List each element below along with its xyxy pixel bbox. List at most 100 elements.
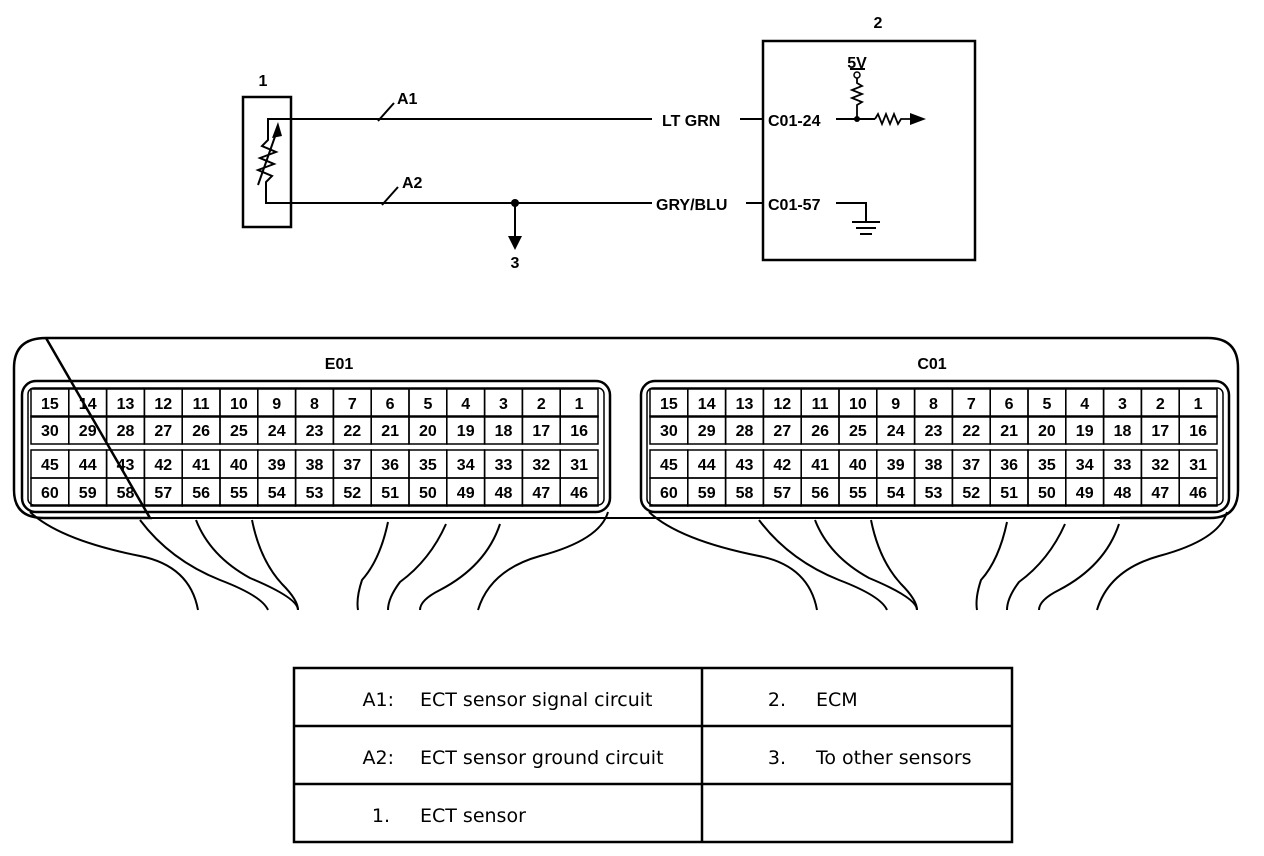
ecm-ref-label: 2 [874,15,883,32]
pin-number: 14 [79,396,97,413]
pin-number: 1 [1194,396,1203,413]
pin-number: 45 [41,457,59,474]
pin-number: 31 [570,457,588,474]
pin-number: 26 [811,423,829,440]
harness-wire [975,521,1008,611]
pin-number: 59 [79,485,97,502]
pin-number: 35 [419,457,437,474]
pin-number: 42 [154,457,172,474]
pin-number: 34 [457,457,475,474]
pin-number: 20 [419,423,437,440]
pin-number: 28 [736,423,754,440]
wire-a1-label: A1 [397,91,418,108]
pin-number: 16 [570,423,588,440]
pin-number: 34 [1076,457,1094,474]
pin-number: 26 [192,423,210,440]
pin-number: 19 [1076,423,1094,440]
legend-text-1: ECT sensor [420,805,526,827]
pin-number: 45 [660,457,678,474]
pin-number: 50 [1038,485,1056,502]
pin-cell [1178,388,1218,418]
pin-number: 59 [698,485,716,502]
legend-key-2: 2. [768,689,786,711]
pin-number: 9 [891,396,900,413]
pin-number: 40 [230,457,248,474]
pin-signal-label: C01-24 [768,113,821,130]
connector-outline [20,379,612,514]
pin-number: 21 [381,423,399,440]
pin-number: 8 [929,396,938,413]
legend-text-a1: ECT sensor signal circuit [420,689,653,711]
ect-sensor-box [241,95,293,229]
pin-number: 46 [570,485,588,502]
harness-wire [870,519,918,611]
pin-number: 57 [154,485,172,502]
ecm-box [761,39,977,262]
harness-wire [1006,523,1066,611]
pin-number: 49 [1076,485,1094,502]
pin-number: 17 [532,423,550,440]
harness-wire [814,519,918,611]
pin-number: 60 [660,485,678,502]
harness-wire [648,511,818,611]
pin-number: 53 [306,485,324,502]
pin-number: 15 [660,396,678,413]
input-resistor [874,111,912,127]
pin-number: 58 [117,485,135,502]
thermistor-symbol [255,120,282,200]
pin-number: 52 [962,485,980,502]
pin-number: 2 [1156,396,1165,413]
pin-number: 5 [423,396,432,413]
wire-a2-label: A2 [402,175,423,192]
down-arrow-icon [508,236,522,250]
pin-number: 19 [457,423,475,440]
connector-name-label: C01 [917,356,946,373]
pin-number: 33 [495,457,513,474]
pin-number: 5 [1042,396,1051,413]
pin-number: 58 [736,485,754,502]
other-sensors-ref-label: 3 [511,255,520,272]
pin-number: 9 [272,396,281,413]
pin-number: 43 [117,457,135,474]
pin-number: 15 [41,396,59,413]
pin-number: 13 [117,396,135,413]
pin-number: 40 [849,457,867,474]
pin-number: 56 [192,485,210,502]
pin-number: 7 [348,396,357,413]
ground-icon [852,221,880,235]
legend-key-1: 1. [372,805,390,827]
pin-number: 18 [1114,423,1132,440]
wire-a2-color: GRY/BLU [656,197,727,214]
pin-cell [1178,477,1218,507]
pin-number: 36 [1000,457,1018,474]
pin-number: 10 [849,396,867,413]
pin-number: 32 [1151,457,1169,474]
pin-cell [559,388,599,418]
pin-number: 23 [925,423,943,440]
pin-number: 46 [1189,485,1207,502]
harness-wire [419,523,501,611]
pin-number: 44 [698,457,716,474]
pin-number: 50 [419,485,437,502]
pin-number: 47 [1151,485,1169,502]
pin-number: 52 [343,485,361,502]
harness-wire [251,519,299,611]
pin-number: 54 [268,485,286,502]
wire-a1-color: LT GRN [662,113,720,130]
pin-number: 33 [1114,457,1132,474]
sensor-ref-label: 1 [259,73,268,90]
harness-wire [195,519,299,611]
pin-number: 7 [967,396,976,413]
wire-a2-leader [381,186,399,206]
pin-number: 29 [79,423,97,440]
pin-number: 17 [1151,423,1169,440]
legend-text-a2: ECT sensor ground circuit [420,747,664,769]
pin-number: 48 [1114,485,1132,502]
pin-number: 11 [193,396,210,413]
pin-cell [559,477,599,507]
pin-number: 6 [386,396,395,413]
pin-number: 37 [343,457,361,474]
pin-number: 21 [1000,423,1018,440]
